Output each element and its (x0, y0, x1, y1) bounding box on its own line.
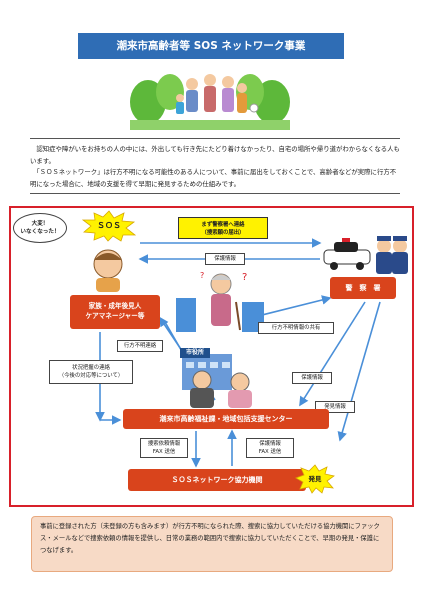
city-office-icon (180, 348, 252, 408)
svg-text:?: ? (242, 272, 247, 283)
status-contact-label: 状況把握の連絡 （今後の対応等について） (49, 360, 133, 384)
intro-paragraph-2: 「ＳＯＳネットワーク」は行方不明になる可能性のある人について、事前に届出をしてお… (30, 168, 397, 188)
report-line-2: （捜索願の届出） (201, 230, 245, 236)
cloud-line-1: 大変！ (31, 221, 49, 227)
family-node: 家族・成年後見人 ケアマネージャー等 (70, 295, 160, 329)
intro-divider-top (30, 138, 400, 139)
summary-text: 事前に登録された方（未登録の方も含みます）が行方不明になられた際、捜索に協力して… (40, 523, 380, 554)
status-line-2: （今後の対応等について） (58, 373, 124, 379)
search-line-2: FAX 送信 (152, 449, 176, 455)
search-line-1: 捜索依頼情報 (147, 441, 181, 447)
city-office-label: 市役所 (185, 349, 204, 356)
discovery-burst-icon (295, 464, 335, 494)
svg-text:?: ? (200, 271, 204, 280)
intro-paragraph-1: 認知症や障がいをお持ちの人の中には、外出しても行き先にたどり着けなかったり、自宅… (30, 145, 400, 165)
missing-contact-label: 行方不明連絡 (117, 340, 163, 352)
intro-text: 認知症や障がいをお持ちの人の中には、外出しても行き先にたどり着けなかったり、自宅… (30, 144, 402, 190)
report-line-1: まず警察署へ連絡 (201, 222, 245, 228)
family-line-1: 家族・成年後見人 (88, 302, 142, 310)
sos-burst-icon (82, 210, 136, 242)
network-partner-node: ＳＯＳネットワーク協力機関 (128, 469, 306, 491)
protect-info-label-2: 保護情報 (292, 372, 332, 384)
family-line-2: ケアマネージャー等 (85, 312, 145, 320)
page-title: 潮来市高齢者等 SOS ネットワーク事業 (68, 33, 354, 64)
welfare-center-node: 潮来市高齢福祉課・地域包括支援センター (123, 409, 329, 429)
cloud-line-2: いなくなった！ (20, 229, 60, 235)
family-illustration (130, 74, 290, 130)
protect3-line-1: 保護情報 (259, 441, 281, 447)
search-request-label: 捜索依頼情報 FAX 送信 (140, 438, 188, 458)
worry-speech-bubble: 大変！ いなくなった！ (13, 213, 67, 243)
sos-label: ＳＯＳ (97, 221, 121, 230)
status-line-1: 状況把握の連絡 (72, 365, 110, 371)
report-police-label: まず警察署へ連絡 （捜索願の届出） (178, 217, 268, 239)
share-info-label: 行方不明情報の共有 (258, 322, 334, 334)
discovery-label: 発見 (308, 475, 322, 483)
summary-box: 事前に登録された方（未登録の方も含みます）が行方不明になられた際、捜索に協力して… (31, 516, 393, 572)
worried-family-icon (93, 249, 123, 292)
protect-fax-label: 保護情報 FAX 送信 (246, 438, 294, 458)
protect3-line-2: FAX 送信 (258, 449, 282, 455)
elderly-person-icon: ? ? (176, 271, 264, 332)
protect-info-label-1: 保護情報 (205, 253, 245, 265)
intro-divider-bottom (30, 193, 400, 194)
police-node: 警 察 署 (330, 277, 396, 299)
diagram-frame (9, 206, 414, 507)
police-car-icon (323, 236, 408, 274)
